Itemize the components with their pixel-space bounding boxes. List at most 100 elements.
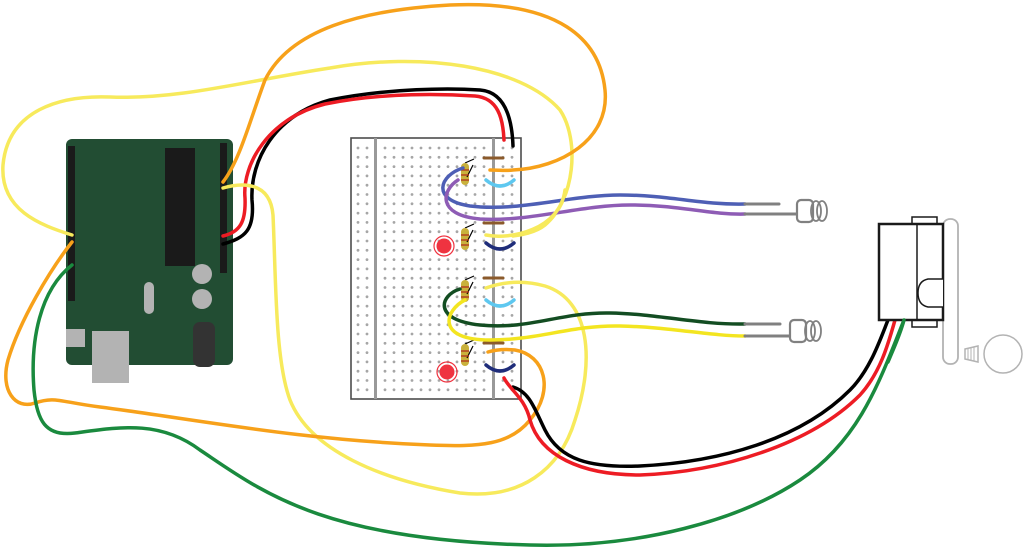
breadboard-hole (437, 155, 441, 159)
breadboard-hole (446, 146, 450, 150)
led-red-1 (433, 235, 455, 257)
breadboard-hole (365, 211, 369, 215)
breadboard-hole (401, 369, 405, 373)
resistor-band (461, 174, 469, 176)
breadboard-hole (401, 286, 405, 289)
breadboard-hole (455, 351, 459, 354)
bulb-glass (983, 334, 1023, 374)
breadboard-hole (356, 369, 360, 373)
breadboard-hole (437, 379, 441, 382)
servo-motor (877, 216, 959, 365)
breadboard-hole (482, 174, 486, 178)
breadboard-hole (356, 323, 360, 327)
breadboard-hole (482, 258, 486, 261)
sensor-2-lens-2 (810, 320, 822, 342)
breadboard-hole (365, 341, 369, 345)
breadboard-hole (392, 388, 396, 392)
breadboard-hole (383, 258, 387, 261)
breadboard-hole (501, 267, 505, 271)
breadboard-hole (356, 341, 360, 345)
breadboard-hole (383, 267, 387, 271)
breadboard-hole (401, 146, 405, 150)
breadboard-hole (455, 174, 459, 178)
breadboard-hole (482, 295, 486, 299)
breadboard-hole (501, 193, 505, 196)
breadboard-hole (464, 211, 468, 215)
breadboard (350, 137, 522, 400)
breadboard-hole (437, 230, 441, 234)
breadboard-hole (365, 230, 369, 234)
breadboard-hole (510, 369, 514, 373)
breadboard-hole (437, 332, 441, 336)
resistor-2 (461, 223, 475, 250)
breadboard-hole (473, 341, 477, 345)
breadboard-hole (365, 221, 369, 224)
breadboard-hole (464, 332, 468, 336)
breadboard-hole (473, 211, 477, 215)
breadboard-hole (356, 379, 360, 382)
sensor-1-lens-1 (810, 200, 822, 222)
breadboard-hole (428, 258, 432, 261)
breadboard-hole (437, 351, 441, 354)
breadboard-hole (510, 202, 514, 206)
breadboard-hole (437, 388, 441, 392)
wire-yellow-lower-loop (221, 183, 588, 496)
breadboard-hole (455, 221, 459, 224)
breadboard-hole (392, 239, 396, 243)
breadboard-hole (464, 193, 468, 196)
breadboard-hole (419, 304, 423, 308)
breadboard-hole (455, 276, 459, 280)
wire-red-power (221, 92, 506, 238)
breadboard-hole (383, 304, 387, 308)
breadboard-hole (392, 379, 396, 382)
breadboard-hole (365, 202, 369, 206)
breadboard-hole (356, 248, 360, 252)
breadboard-hole (410, 379, 414, 382)
breadboard-hole (410, 211, 414, 215)
breadboard-hole (510, 314, 514, 317)
breadboard-hole (392, 165, 396, 169)
breadboard-hole (419, 379, 423, 382)
wire-brightyellow-sensor-2 (447, 298, 747, 342)
breadboard-hole (437, 286, 441, 289)
wire-red-servo (502, 318, 897, 477)
breadboard-hole (446, 286, 450, 289)
breadboard-hole (482, 314, 486, 317)
breadboard-hole (473, 286, 477, 289)
breadboard-hole (419, 369, 423, 373)
breadboard-hole (401, 239, 405, 243)
breadboard-hole (365, 379, 369, 382)
breadboard-hole (392, 286, 396, 289)
breadboard-hole (482, 304, 486, 308)
breadboard-hole (356, 304, 360, 308)
breadboard-hole (510, 332, 514, 336)
breadboard-hole (473, 193, 477, 196)
breadboard-hole (501, 258, 505, 261)
breadboard-hole (428, 314, 432, 317)
arduino-usb-small (66, 329, 85, 347)
breadboard-hole (410, 146, 414, 150)
breadboard-hole (510, 155, 514, 159)
breadboard-hole (410, 295, 414, 299)
breadboard-hole (410, 332, 414, 336)
breadboard-hole (392, 267, 396, 271)
breadboard-hole (428, 388, 432, 392)
jumper-lightblue-2 (484, 298, 516, 308)
breadboard-hole (365, 286, 369, 289)
breadboard-hole (383, 193, 387, 196)
breadboard-hole (482, 239, 486, 243)
breadboard-hole (428, 202, 432, 206)
breadboard-hole (356, 314, 360, 317)
breadboard-hole (392, 304, 396, 308)
resistor-lead (464, 275, 475, 281)
sensor-1-lens-2 (816, 200, 828, 222)
breadboard-hole (356, 146, 360, 150)
breadboard-hole (428, 276, 432, 280)
breadboard-hole (428, 230, 432, 234)
breadboard-hole (401, 267, 405, 271)
breadboard-hole (401, 165, 405, 169)
breadboard-hole (392, 211, 396, 215)
breadboard-hole (410, 155, 414, 159)
breadboard-hole (419, 258, 423, 261)
breadboard-hole (365, 183, 369, 187)
